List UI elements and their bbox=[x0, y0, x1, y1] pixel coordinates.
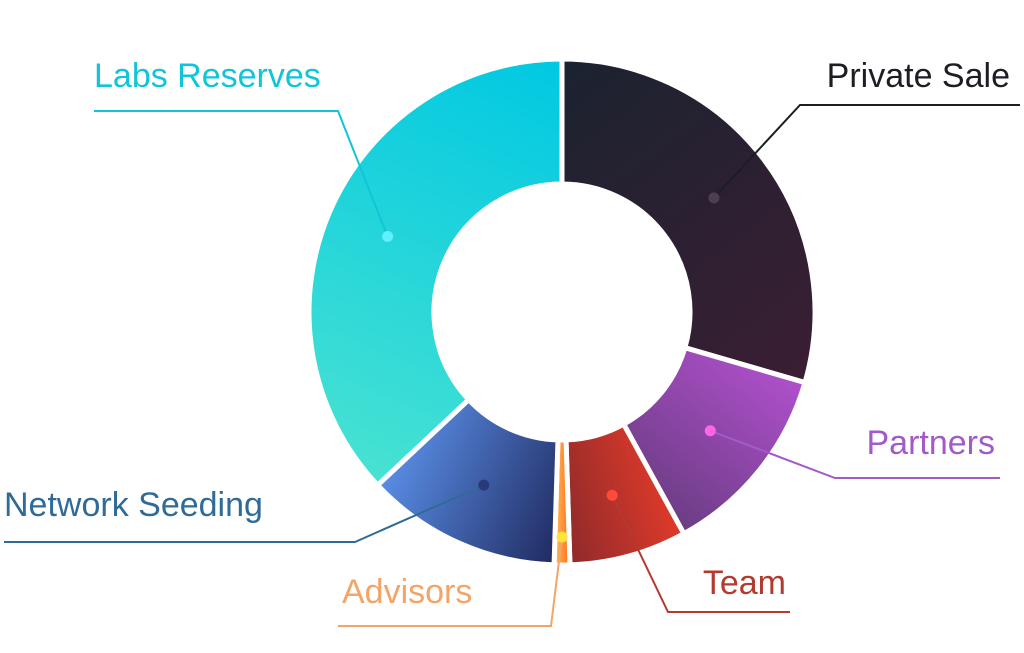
leader-line-labs-reserves bbox=[94, 110, 389, 237]
slice-private-sale bbox=[559, 56, 818, 386]
leader-line-partners bbox=[709, 429, 1000, 479]
leader-line-team bbox=[611, 494, 790, 613]
label-partners: Partners bbox=[867, 424, 996, 462]
label-private-sale: Private Sale bbox=[827, 57, 1010, 95]
leader-dot-partners bbox=[704, 425, 716, 437]
leader-dot-network-seeding bbox=[478, 479, 490, 491]
leader-line-private-sale bbox=[713, 104, 1020, 199]
leader-dot-private-sale bbox=[708, 192, 720, 204]
leader-dot-advisors bbox=[556, 531, 568, 543]
label-network-seeding: Network Seeding bbox=[4, 486, 263, 524]
leader-lines-layer bbox=[4, 104, 1020, 627]
leader-line-advisors bbox=[338, 536, 563, 627]
leader-dot-team bbox=[606, 489, 618, 501]
leader-line-network-seeding bbox=[4, 484, 485, 543]
slices-layer bbox=[306, 56, 818, 568]
slice-labs-reserves bbox=[306, 56, 565, 489]
label-advisors: Advisors bbox=[342, 573, 472, 611]
label-labs-reserves: Labs Reserves bbox=[94, 57, 321, 95]
leader-dot-labs-reserves bbox=[382, 231, 394, 243]
label-team: Team bbox=[703, 564, 786, 602]
